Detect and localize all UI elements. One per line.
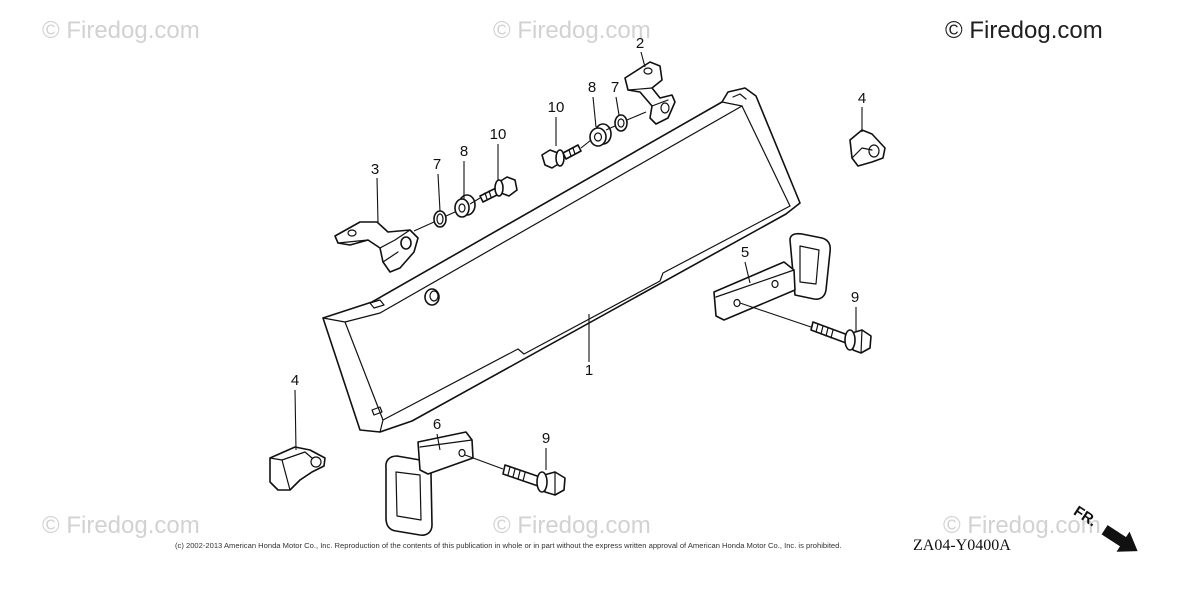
watermark: © Firedog.com [943,512,1101,539]
callout-leaders [294,51,863,470]
part-9-bolt-lower [502,464,566,496]
part-4-cap-right [849,129,886,167]
callout-part-10: 10 [548,99,565,116]
callout-part-4: 4 [291,372,299,389]
callout-part-9: 9 [542,430,550,447]
callout-part-7: 7 [433,156,441,173]
front-direction-arrow-icon [1101,525,1138,552]
callout-part-6: 6 [433,416,441,433]
part-6-strap [385,431,474,536]
callout-part-8: 8 [588,79,596,96]
callout-labels: 1 2 3 4 4 5 6 7 7 8 8 9 9 10 10 [291,35,866,447]
part-7-washer-left [433,210,447,228]
callout-part-3: 3 [371,161,379,178]
part-10-bolt-right [541,144,582,169]
callout-part-1: 1 [585,362,593,379]
callout-part-9: 9 [851,289,859,306]
brand-label: © Firedog.com [945,17,1103,44]
part-5-strap [713,232,832,321]
watermark: © Firedog.com [42,512,200,539]
assembly-guide-lines [413,111,812,470]
part-7-washer-right [614,114,628,132]
front-direction-label: FR. [1070,503,1100,530]
callout-part-5: 5 [741,244,749,261]
callout-part-10: 10 [490,126,507,143]
watermark: © Firedog.com [42,17,200,44]
callout-part-2: 2 [636,35,644,52]
part-10-bolt-left [479,176,518,203]
callout-part-8: 8 [460,143,468,160]
part-8-washer-right [589,123,612,147]
copyright-notice: (c) 2002-2013 American Honda Motor Co., … [175,541,842,550]
watermark: © Firedog.com [493,512,651,539]
part-1-channel [322,87,801,433]
part-4-cap-left [269,446,326,491]
part-8-washer-left [454,194,476,218]
callout-part-7: 7 [611,79,619,96]
part-9-bolt-right [810,321,872,354]
callout-part-4: 4 [858,90,866,107]
front-direction-indicator: FR. [1070,503,1138,552]
part-2-bracket [624,61,676,125]
watermark: © Firedog.com [493,17,651,44]
part-3-bracket [334,221,419,273]
diagram-code: ZA04-Y0400A [913,537,1011,554]
